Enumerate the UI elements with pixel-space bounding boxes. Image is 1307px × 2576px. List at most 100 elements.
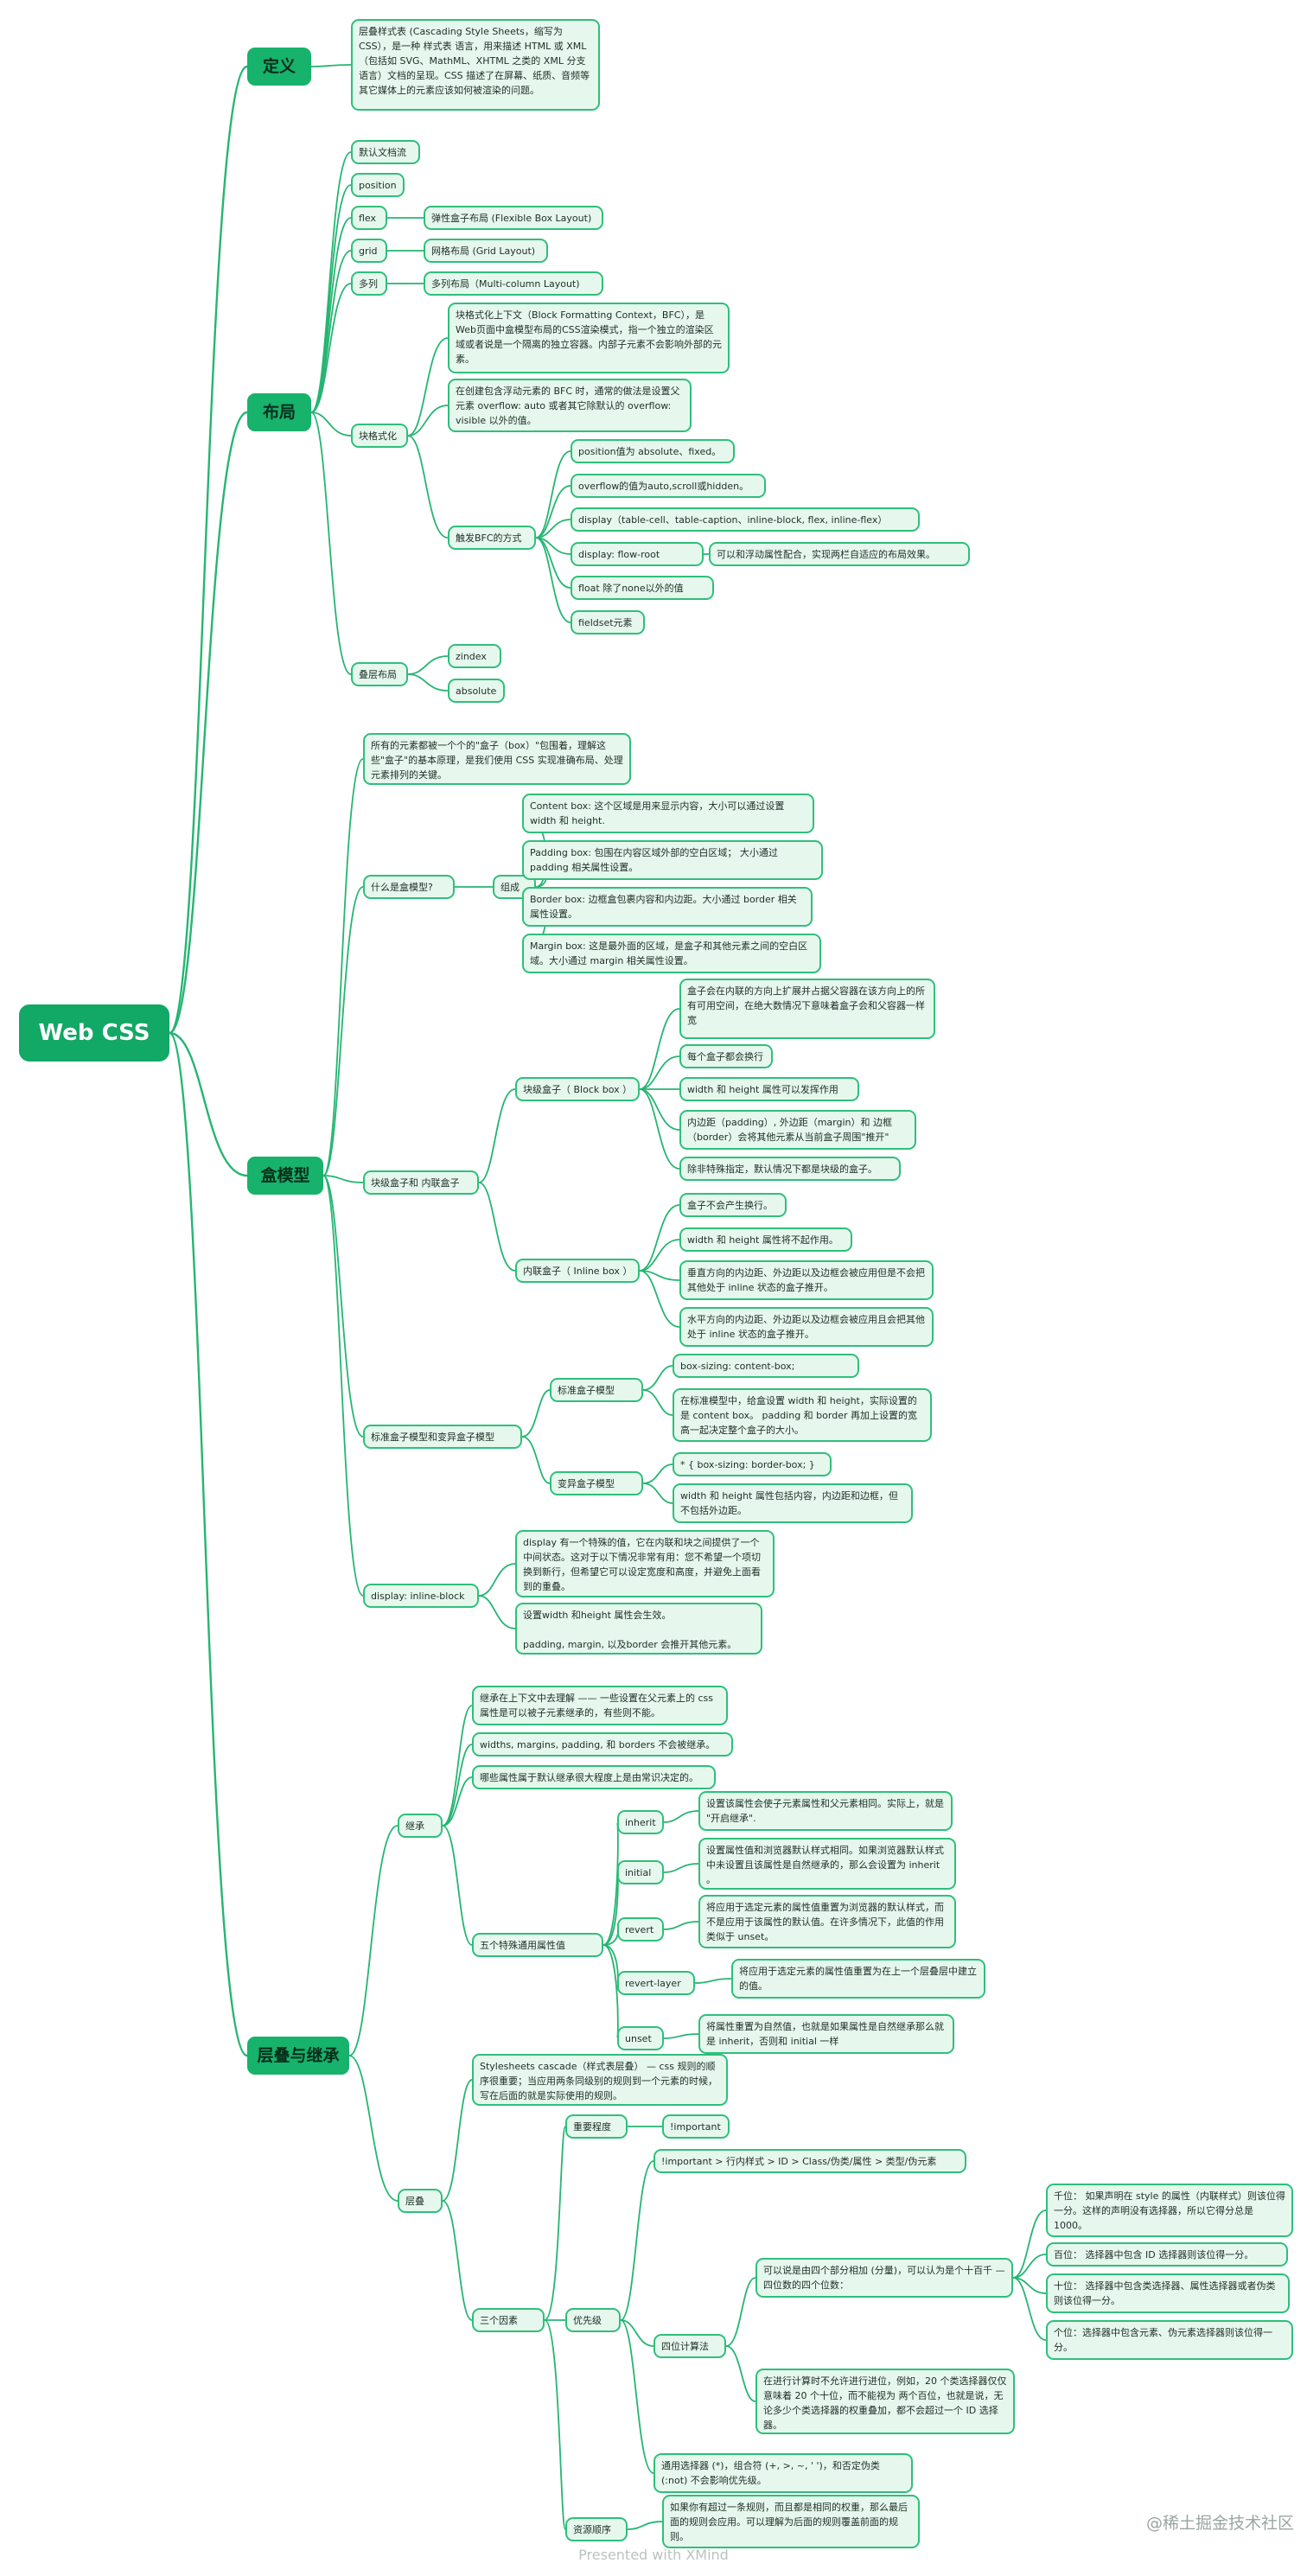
topic-node-text: 重要程度	[573, 2120, 611, 2133]
topic-node[interactable]: 四位计算法	[654, 2334, 726, 2358]
topic-node[interactable]: 将属性重置为自然值，也就是如果属性是自然继承那么就是 inherit，否则和 i…	[698, 2014, 954, 2054]
topic-node[interactable]: 设置属性值和浏览器默认样式相同。如果浏览器默认样式中未设置且该属性是自然继承的，…	[698, 1838, 956, 1890]
connector-line	[322, 886, 364, 1176]
topic-node[interactable]: 叠层布局	[351, 662, 408, 686]
topic-node[interactable]: 可以和浮动属性配合，实现两栏自适应的布局效果。	[709, 542, 970, 566]
topic-node[interactable]: 网格布局 (Grid Layout)	[424, 239, 548, 263]
topic-node[interactable]: 三个因素	[472, 2308, 545, 2332]
topic-node[interactable]: 水平方向的内边距、外边距以及边框会被应用且会把其他处于 inline 状态的盒子…	[679, 1307, 934, 1347]
topic-node[interactable]: 块级盒子和 内联盒子	[363, 1170, 479, 1195]
topic-node[interactable]: 设置该属性会使子元素属性和父元素相同。实际上，就是 "开启继承".	[698, 1791, 953, 1831]
topic-node[interactable]: width 和 height 属性包括内容，内边距和边框，但不包括外边距。	[673, 1483, 913, 1523]
connector-line	[322, 1175, 364, 1438]
topic-node[interactable]: 继承	[398, 1814, 443, 1838]
topic-node[interactable]: Stylesheets cascade（样式表层叠） — css 规则的顺序很重…	[472, 2054, 728, 2106]
topic-node[interactable]: 什么是盒模型?	[363, 875, 455, 899]
topic-node[interactable]: 将应用于选定元素的属性值重置为浏览器的默认样式，而不是应用于该属性的默认值。在许…	[698, 1895, 956, 1948]
topic-node[interactable]: 如果你有超过一条规则，而且都是相同的权重，那么最后面的规则会应用。可以理解为后面…	[662, 2495, 920, 2548]
topic-node[interactable]: width 和 height 属性可以发挥作用	[679, 1077, 859, 1101]
connector-line	[348, 2055, 398, 2202]
topic-node[interactable]: revert	[617, 1917, 664, 1942]
topic-node[interactable]: 将应用于选定元素的属性值重置为在上一个层叠层中建立的值。	[731, 1959, 985, 1999]
topic-node[interactable]: display: flow-root	[571, 542, 704, 566]
topic-node-text: 层叠样式表 (Cascading Style Sheets，缩写为 CSS），是…	[359, 26, 590, 96]
topic-node[interactable]: 内联盒子（ Inline box ）	[515, 1259, 640, 1283]
topic-node[interactable]: 块格式化上下文（Block Formatting Context，BFC），是W…	[448, 303, 730, 373]
topic-node[interactable]: * { box-sizing: border-box; }	[673, 1452, 832, 1476]
topic-node[interactable]: 十位： 选择器中包含类选择器、属性选择器或者伪类则该位得一分。	[1046, 2273, 1290, 2313]
topic-node[interactable]: 垂直方向的内边距、外边距以及边框会被应用但是不会把其他处于 inline 状态的…	[679, 1260, 934, 1300]
topic-node-text: Padding box: 包围在内容区域外部的空白区域； 大小通过 paddin…	[530, 847, 781, 873]
topic-node[interactable]: 层叠	[398, 2189, 443, 2213]
topic-node[interactable]: fieldset元素	[571, 610, 645, 634]
topic-node[interactable]: 默认文档流	[351, 140, 420, 164]
topic-node[interactable]: 多列布局（Multi-column Layout)	[424, 271, 603, 296]
topic-node[interactable]: 内边距（padding）, 外边距（margin）和 边框（border）会将其…	[679, 1110, 916, 1150]
topic-node[interactable]: 五个特殊通用属性值	[472, 1933, 603, 1957]
topic-node[interactable]: display 有一个特殊的值，它在内联和块之间提供了一个中间状态。这对于以下情…	[515, 1530, 775, 1597]
connector-line	[310, 411, 352, 675]
topic-node[interactable]: 所有的元素都被一个个的"盒子（box）"包围着，理解这些"盒子"的基本原理，是我…	[363, 733, 631, 785]
topic-node[interactable]: overflow的值为auto,scroll或hidden。	[571, 474, 766, 498]
topic-node[interactable]: 块级盒子（ Block box ）	[515, 1077, 640, 1101]
topic-node[interactable]: 设置width 和height 属性会生效。 padding, margin, …	[515, 1603, 762, 1655]
topic-node[interactable]: 重要程度	[565, 2114, 628, 2139]
topic-node[interactable]: 变异盒子模型	[550, 1471, 643, 1495]
topic-node[interactable]: position	[351, 173, 405, 197]
topic-node[interactable]: display（table-cell、table-caption、inline-…	[571, 507, 920, 532]
topic-node[interactable]: Padding box: 包围在内容区域外部的空白区域； 大小通过 paddin…	[522, 840, 823, 880]
topic-node[interactable]: flex	[351, 206, 387, 230]
topic-node[interactable]: 千位： 如果声明在 style 的属性（内联样式）则该位得一分。这样的声明没有选…	[1046, 2184, 1293, 2237]
topic-node-text: box-sizing: content-box;	[680, 1360, 795, 1372]
topic-node[interactable]: 标准盒子模型和变异盒子模型	[363, 1425, 522, 1449]
main-branch-node[interactable]: 层叠与继承	[247, 2037, 349, 2075]
topic-node[interactable]: 继承在上下文中去理解 —— 一些设置在父元素上的 css 属性是可以被子元素继承…	[472, 1686, 728, 1725]
main-branch-node[interactable]: 定义	[247, 48, 311, 86]
main-branch-node-text: 盒模型	[260, 1165, 310, 1185]
topic-node[interactable]: initial	[617, 1860, 664, 1884]
topic-node[interactable]: box-sizing: content-box;	[673, 1354, 859, 1378]
topic-node[interactable]: widths, margins, padding, 和 borders 不会被继…	[472, 1732, 733, 1757]
topic-node[interactable]: 可以说是由四个部分相加 (分量)，可以认为是个十百千 — 四位数的四个位数：	[756, 2258, 1013, 2298]
topic-node[interactable]: 标准盒子模型	[550, 1378, 643, 1402]
topic-node[interactable]: 资源顺序	[565, 2517, 628, 2541]
main-branch-node[interactable]: 盒模型	[247, 1157, 323, 1195]
topic-node[interactable]: 优先级	[565, 2308, 621, 2332]
topic-node[interactable]: 每个盒子都会换行	[679, 1044, 773, 1068]
topic-node[interactable]: grid	[351, 239, 387, 263]
topic-node[interactable]: unset	[617, 2026, 664, 2050]
topic-node[interactable]: 盒子会在内联的方向上扩展并占据父容器在该方向上的所有可用空间，在绝大数情况下意味…	[679, 979, 935, 1039]
topic-node[interactable]: 多列	[351, 271, 387, 296]
topic-node[interactable]: 哪些属性属于默认继承很大程度上是由常识决定的。	[472, 1765, 716, 1789]
topic-node[interactable]: 触发BFC的方式	[448, 526, 536, 550]
root-node[interactable]: Web CSS	[19, 1004, 169, 1062]
topic-node[interactable]: 在创建包含浮动元素的 BFC 时，通常的做法是设置父元素 overflow: a…	[448, 379, 692, 432]
topic-node[interactable]: 块格式化	[351, 424, 408, 448]
topic-node[interactable]: 百位： 选择器中包含 ID 选择器则该位得一分。	[1046, 2242, 1288, 2267]
topic-node[interactable]: zindex	[448, 644, 501, 668]
topic-node[interactable]: inherit	[617, 1810, 664, 1834]
topic-node-text: display（table-cell、table-caption、inline-…	[578, 513, 888, 526]
topic-node[interactable]: absolute	[448, 679, 505, 703]
topic-node[interactable]: 层叠样式表 (Cascading Style Sheets，缩写为 CSS），是…	[351, 19, 600, 111]
topic-node[interactable]: 通用选择器 (*)，组合符 (+, >, ~, ' ')，和否定伪类 (:not…	[654, 2453, 913, 2493]
topic-node[interactable]: 在进行计算时不允许进行进位，例如，20 个类选择器仅仅意味着 20 个十位，而不…	[756, 2369, 1015, 2434]
topic-node[interactable]: Content box: 这个区域是用来显示内容，大小可以通过设置 width …	[522, 794, 814, 833]
topic-node[interactable]: !important	[662, 2114, 730, 2139]
topic-node[interactable]: !important > 行内样式 > ID > Class/伪类/属性 > 类…	[654, 2149, 966, 2173]
connector-line	[322, 758, 364, 1176]
topic-node[interactable]: width 和 height 属性将不起作用。	[679, 1227, 852, 1252]
topic-node[interactable]: 弹性盒子布局 (Flexible Box Layout)	[424, 206, 603, 230]
topic-node[interactable]: 在标准模型中，给盒设置 width 和 height，实际设置的是 conten…	[673, 1388, 932, 1442]
topic-node[interactable]: Border box: 边框盒包裹内容和内边距。大小通过 border 相关属性…	[522, 887, 813, 927]
topic-node[interactable]: float 除了none以外的值	[571, 576, 714, 600]
topic-node[interactable]: 盒子不会产生换行。	[679, 1193, 787, 1217]
main-branch-node[interactable]: 布局	[247, 393, 311, 431]
topic-node[interactable]: position值为 absolute、fixed。	[571, 439, 735, 463]
topic-node[interactable]: Margin box: 这是最外面的区域，是盒子和其他元素之间的空白区域。大小通…	[522, 934, 821, 973]
topic-node[interactable]: 个位：选择器中包含元素、伪元素选择器则该位得一分。	[1046, 2320, 1293, 2360]
topic-node[interactable]: revert-layer	[617, 1971, 695, 1995]
topic-node-text: Border box: 边框盒包裹内容和内边距。大小通过 border 相关属性…	[530, 894, 797, 920]
topic-node[interactable]: display: inline-block	[363, 1584, 479, 1608]
topic-node[interactable]: 除非特殊指定，默认情况下都是块级的盒子。	[679, 1157, 901, 1181]
